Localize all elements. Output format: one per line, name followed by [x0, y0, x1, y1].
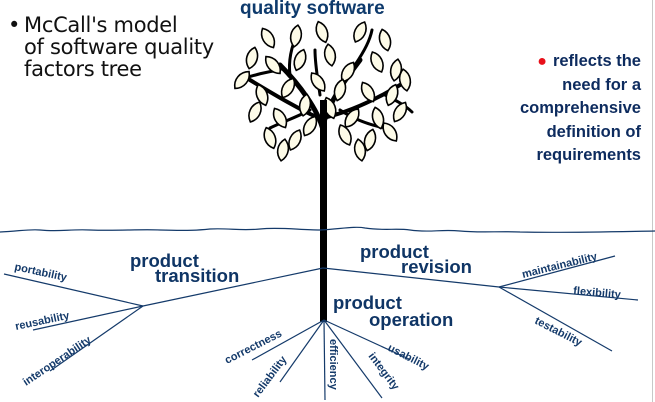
leaf: [255, 83, 269, 107]
bullet-line-1: McCall's model: [24, 13, 178, 37]
bullet-line-3: factors tree: [24, 57, 142, 81]
leaf: [310, 72, 326, 92]
leaf: [385, 83, 399, 107]
operation-roots: [251, 319, 410, 401]
leaf: [363, 128, 377, 152]
leaf: [248, 101, 262, 123]
leaf: [360, 81, 376, 103]
bullet-dot: •: [8, 13, 21, 37]
transition-roots: [3, 267, 324, 372]
leaf: [233, 70, 251, 90]
group-label-transition-1: product: [130, 250, 199, 271]
leaf: [353, 21, 367, 43]
leaf: [289, 24, 303, 48]
leaf: [315, 20, 329, 44]
leaf: [338, 124, 352, 146]
note-line-1: reflects the: [552, 52, 641, 70]
leaf: [276, 138, 290, 162]
leaf: [272, 107, 288, 129]
tree-trunk: [320, 100, 327, 322]
leaf: [370, 51, 384, 73]
leaf: [288, 129, 302, 151]
factor-portability: portability: [13, 261, 68, 284]
main-bullet: • McCall's model of software quality fac…: [8, 14, 214, 80]
leaf: [280, 77, 296, 99]
revision-roots: [322, 255, 639, 352]
leaf: [378, 28, 392, 52]
note-line-5: requirements: [536, 146, 641, 164]
factor-flexibility: flexibility: [573, 285, 622, 301]
note-line-4: definition of: [546, 122, 641, 141]
leaf: [298, 93, 312, 117]
leaf: [398, 68, 412, 92]
factor-reusability: reusability: [14, 310, 71, 333]
note-line-3: comprehensive: [519, 99, 641, 117]
leaf: [371, 106, 385, 130]
leaf: [293, 48, 307, 72]
leaf: [323, 43, 337, 67]
group-label-operation-1: product: [333, 292, 402, 313]
red-bullet-icon: ●: [537, 53, 547, 70]
leaf: [245, 46, 259, 70]
leaf: [353, 138, 367, 162]
leaf: [392, 101, 408, 123]
leaf: [302, 115, 318, 137]
group-label-operation-2: operation: [369, 309, 453, 330]
slide-right-border: [652, 0, 653, 402]
leaf: [263, 126, 277, 150]
factor-efficiency: efficiency: [327, 339, 339, 391]
factor-maintainability: maintainability: [521, 250, 599, 280]
tree-top-label: quality software: [240, 0, 385, 19]
requirements-note: ● reflects the need for a comprehensive d…: [520, 50, 641, 168]
group-label-revision-1: product: [360, 241, 429, 262]
bullet-line-2: of software quality: [24, 35, 214, 59]
leaf: [382, 122, 398, 142]
factor-interoperability: interoperability: [21, 334, 94, 389]
leaf: [333, 78, 347, 102]
group-label-transition-2: transition: [155, 265, 239, 286]
group-label-revision-2: revision: [401, 256, 472, 277]
leaf: [264, 55, 282, 75]
leaf: [389, 58, 403, 82]
note-line-2: need for a: [562, 75, 641, 94]
ground-line: [0, 226, 655, 234]
factor-usability: usability: [386, 342, 432, 373]
leaf: [260, 27, 276, 49]
